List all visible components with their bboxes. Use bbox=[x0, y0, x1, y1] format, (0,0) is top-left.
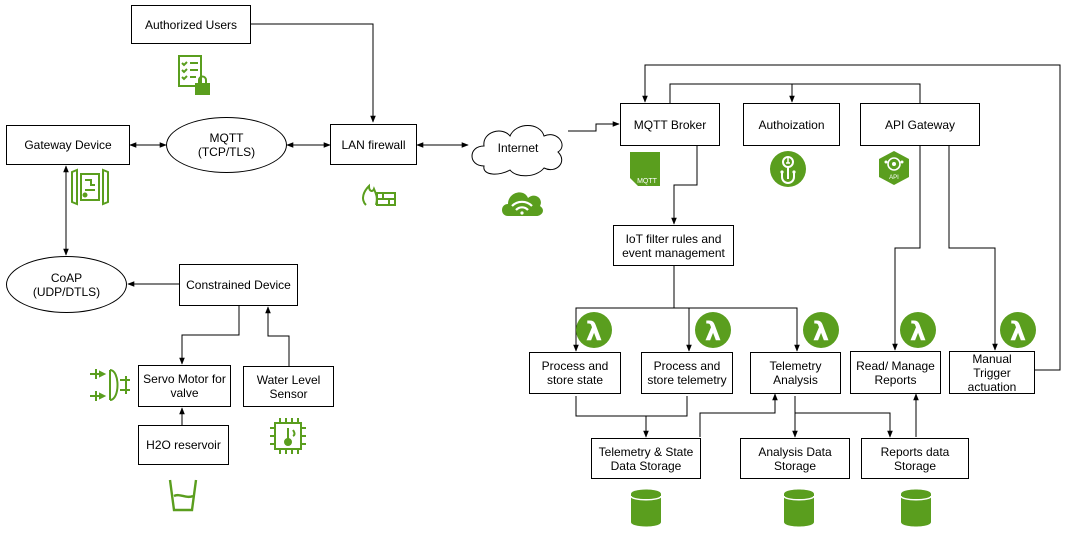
lambda-glyph: λ bbox=[910, 317, 926, 347]
lambda-icon: λ bbox=[575, 311, 613, 349]
coap-protocol-ellipse: CoAP (UDP/DTLS) bbox=[6, 256, 127, 313]
gateway-device-box: Gateway Device bbox=[6, 125, 130, 165]
lambda-glyph: λ bbox=[813, 317, 829, 347]
servo-motor-box: Servo Motor for valve bbox=[138, 365, 231, 407]
mqtt-broker-icon: MQTT bbox=[628, 150, 662, 188]
api-gateway-icon: API bbox=[876, 150, 912, 186]
database-icon bbox=[783, 488, 815, 528]
edge-filter-process bbox=[573, 266, 675, 352]
gateway-device-icon bbox=[69, 168, 111, 206]
reservoir-cup-icon bbox=[168, 478, 198, 512]
database-icon bbox=[900, 488, 932, 528]
telemetry-state-storage-box: Telemetry & State Data Storage bbox=[591, 438, 701, 479]
reports-data-storage-box: Reports data Storage bbox=[861, 438, 969, 479]
lambda-glyph: λ bbox=[586, 317, 602, 347]
authorized-users-box: Authorized Users bbox=[131, 5, 251, 44]
process-telemetry-box: Process and store telemetry bbox=[641, 352, 733, 394]
water-level-sensor-box: Water Level Sensor bbox=[243, 366, 334, 407]
lambda-glyph: λ bbox=[1010, 317, 1026, 347]
edge-users-firewall bbox=[251, 23, 376, 123]
api-gateway-box: API Gateway bbox=[860, 103, 980, 146]
edge-filter-telemetry bbox=[674, 307, 692, 352]
lambda-glyph: λ bbox=[705, 317, 721, 347]
edge-analysis-reportsstore bbox=[795, 412, 893, 438]
iot-filter-box: IoT filter rules and event management bbox=[613, 225, 734, 266]
mqtt-icon-text: MQTT bbox=[637, 178, 658, 185]
manual-trigger-box: Manual Trigger actuation bbox=[949, 351, 1035, 394]
analysis-data-storage-box: Analysis Data Storage bbox=[740, 438, 850, 479]
lambda-icon: λ bbox=[899, 311, 937, 349]
checklist-lock-icon bbox=[177, 54, 211, 96]
edge-trigger-broker bbox=[642, 64, 1061, 371]
lan-firewall-box: LAN firewall bbox=[330, 124, 417, 165]
firewall-icon bbox=[360, 177, 398, 207]
authorization-icon bbox=[769, 150, 807, 188]
edge-bus-authorization bbox=[669, 83, 921, 104]
edge-api-trigger bbox=[948, 146, 998, 351]
internet-label: Internet bbox=[497, 141, 539, 155]
cloud-wifi-icon bbox=[498, 184, 545, 217]
database-icon bbox=[630, 488, 662, 528]
mqtt-protocol-ellipse: MQTT (TCP/TLS) bbox=[166, 117, 287, 173]
h2o-reservoir-box: H2O reservoir bbox=[138, 425, 229, 465]
edge-api-read bbox=[892, 146, 921, 351]
edge-storage-analysis bbox=[699, 393, 778, 437]
constrained-device-box: Constrained Device bbox=[179, 264, 298, 306]
internet-cloud: Internet bbox=[464, 118, 572, 178]
actuator-icon bbox=[86, 366, 136, 404]
edge-state-storage bbox=[575, 396, 649, 438]
lambda-icon: λ bbox=[694, 311, 732, 349]
edge-filter-analysis bbox=[674, 307, 800, 352]
lambda-icon: λ bbox=[802, 311, 840, 349]
edge-internet-broker bbox=[568, 121, 620, 132]
edge-telemetry-storage bbox=[646, 396, 688, 417]
sensor-chip-icon bbox=[268, 416, 308, 456]
mqtt-broker-box: MQTT Broker bbox=[620, 103, 720, 146]
authorization-box: Authoization bbox=[743, 103, 840, 146]
edge-constrained-servo bbox=[179, 306, 240, 365]
lambda-icon: λ bbox=[999, 311, 1037, 349]
api-icon-text: API bbox=[889, 175, 899, 181]
read-manage-reports-box: Read/ Manage Reports bbox=[850, 351, 941, 394]
edge-broker-filter bbox=[671, 146, 698, 225]
telemetry-analysis-box: Telemetry Analysis bbox=[750, 352, 841, 394]
edge-sensor-constrained bbox=[265, 306, 290, 366]
process-state-box: Process and store state bbox=[529, 352, 621, 394]
